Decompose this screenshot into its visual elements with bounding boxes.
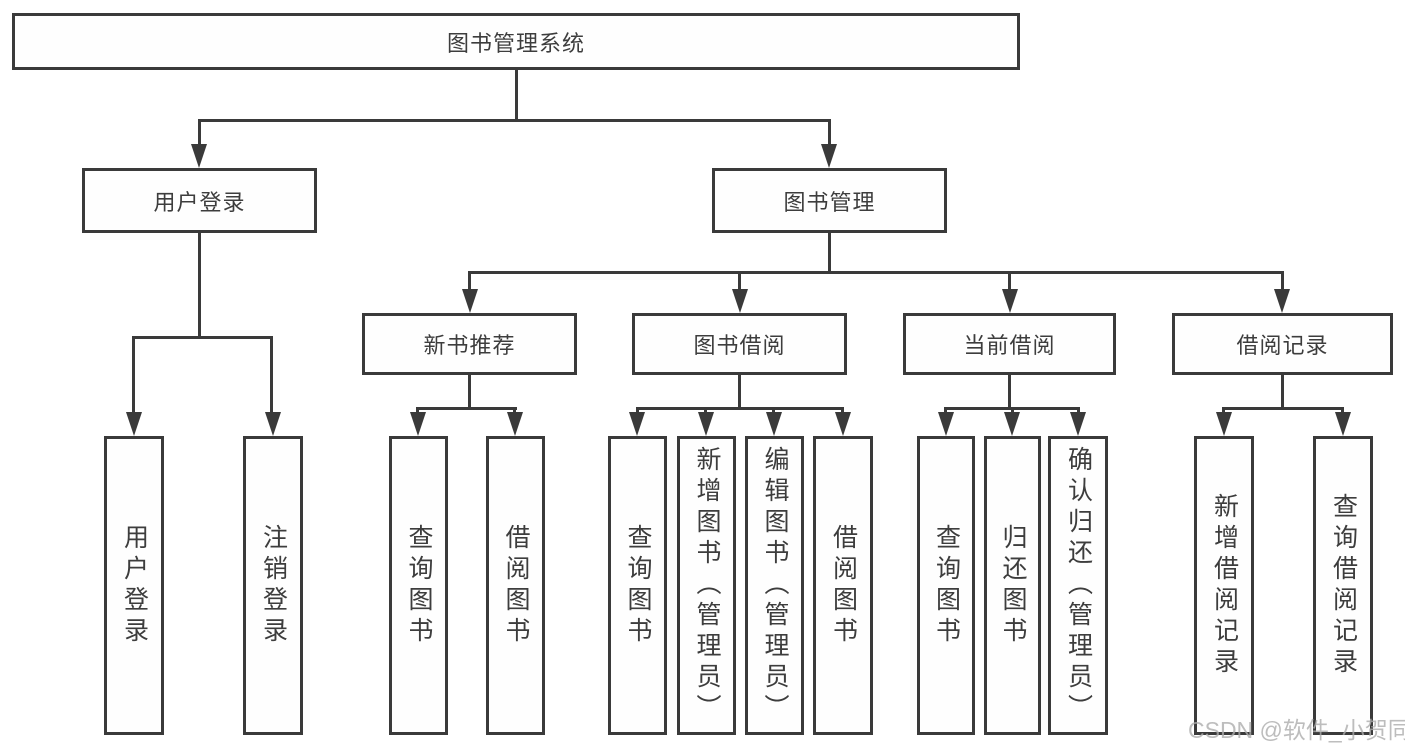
arrow-down-icon: [629, 412, 645, 436]
connector-vline: [944, 407, 947, 414]
leaf-query-borrow-record: 查询借阅记录: [1313, 436, 1373, 735]
arrow-down-icon: [1335, 412, 1351, 436]
node-label: 查询图书: [624, 523, 652, 648]
node-label: 新增图书（管理员）: [693, 446, 721, 725]
connector-vline: [738, 271, 741, 289]
connector-vline: [841, 407, 844, 414]
connector-vline: [828, 233, 831, 271]
connector-vline: [1341, 407, 1344, 414]
arrow-down-icon: [462, 289, 478, 313]
arrow-down-icon: [1004, 412, 1020, 436]
node-label: 用户登录: [120, 523, 149, 648]
arrow-down-icon: [938, 412, 954, 436]
connector-hline: [636, 407, 844, 410]
node-label: 注销登录: [259, 523, 288, 648]
connector-vline: [772, 407, 775, 414]
node-label: 新增借阅记录: [1210, 492, 1239, 679]
connector-vline: [828, 119, 831, 144]
node-new-book-recommend: 新书推荐: [362, 313, 577, 375]
connector-vline: [1077, 407, 1080, 414]
connector-vline: [270, 336, 273, 412]
connector-hline: [1222, 407, 1344, 410]
node-current-borrowing: 当前借阅: [903, 313, 1116, 375]
leaf-query-books-borrowing: 查询图书: [608, 436, 667, 735]
node-label: 归还图书: [999, 523, 1027, 648]
connector-vline: [738, 375, 741, 407]
connector-vline: [513, 407, 516, 414]
connector-vline: [416, 407, 419, 414]
node-user-login: 用户登录: [82, 168, 317, 233]
arrow-down-icon: [1070, 412, 1086, 436]
node-label: 借阅图书: [502, 523, 530, 648]
node-label: 查询借阅记录: [1329, 492, 1358, 679]
node-label: 用户登录: [153, 189, 246, 215]
connector-vline: [198, 119, 201, 144]
node-book-borrowing: 图书借阅: [632, 313, 847, 375]
arrow-down-icon: [821, 144, 837, 168]
node-library-management-system: 图书管理系统: [12, 13, 1020, 70]
node-label: 查询图书: [932, 523, 961, 648]
leaf-query-books-recommend: 查询图书: [389, 436, 448, 735]
arrow-down-icon: [507, 412, 523, 436]
connector-vline: [468, 375, 471, 407]
node-label: 图书借阅: [693, 333, 786, 358]
connector-vline: [1011, 407, 1014, 414]
connector-vline: [1008, 271, 1011, 289]
arrow-down-icon: [191, 144, 207, 168]
arrow-down-icon: [1002, 289, 1018, 313]
leaf-return-book: 归还图书: [984, 436, 1041, 735]
connector-vline: [132, 336, 135, 412]
arrow-down-icon: [835, 412, 851, 436]
arrow-down-icon: [265, 412, 281, 436]
arrow-down-icon: [732, 289, 748, 313]
connector-hline: [468, 271, 1283, 274]
arrow-down-icon: [126, 412, 142, 436]
connector-vline: [515, 70, 518, 119]
node-borrowing-records: 借阅记录: [1172, 313, 1393, 375]
arrow-down-icon: [1216, 412, 1232, 436]
node-label: 图书管理: [783, 189, 876, 215]
connector-vline: [636, 407, 639, 414]
node-label: 确认归还（管理员）: [1064, 446, 1093, 725]
leaf-add-book-admin: 新增图书（管理员）: [677, 436, 736, 735]
node-label: 查询图书: [405, 523, 433, 648]
connector-hline: [416, 407, 517, 410]
connector-vline: [1008, 375, 1011, 407]
leaf-add-borrow-record: 新增借阅记录: [1194, 436, 1254, 735]
leaf-borrow-books-recommend: 借阅图书: [486, 436, 545, 735]
leaf-confirm-return-admin: 确认归还（管理员）: [1048, 436, 1108, 735]
connector-vline: [468, 271, 471, 289]
leaf-logout: 注销登录: [243, 436, 303, 735]
connector-hline: [198, 119, 831, 122]
node-book-management: 图书管理: [712, 168, 947, 233]
node-label: 图书管理系统: [446, 30, 585, 56]
node-label: 编辑图书（管理员）: [761, 446, 789, 725]
arrow-down-icon: [1274, 289, 1290, 313]
arrow-down-icon: [698, 412, 714, 436]
node-label: 当前借阅: [963, 333, 1056, 358]
csdn-watermark: CSDN @软件_小贺同学: [1188, 717, 1405, 743]
leaf-borrow-books: 借阅图书: [813, 436, 873, 735]
arrow-down-icon: [410, 412, 426, 436]
connector-vline: [1281, 375, 1284, 407]
connector-vline: [1281, 271, 1284, 289]
connector-vline: [198, 233, 201, 336]
arrow-down-icon: [766, 412, 782, 436]
leaf-user-login: 用户登录: [104, 436, 164, 735]
leaf-query-books-current: 查询图书: [917, 436, 975, 735]
connector-vline: [1222, 407, 1225, 414]
connector-vline: [704, 407, 707, 414]
node-label: 借阅记录: [1236, 333, 1329, 358]
connector-hline: [132, 336, 273, 339]
leaf-edit-book-admin: 编辑图书（管理员）: [745, 436, 804, 735]
node-label: 借阅图书: [829, 523, 858, 648]
node-label: 新书推荐: [423, 333, 516, 358]
